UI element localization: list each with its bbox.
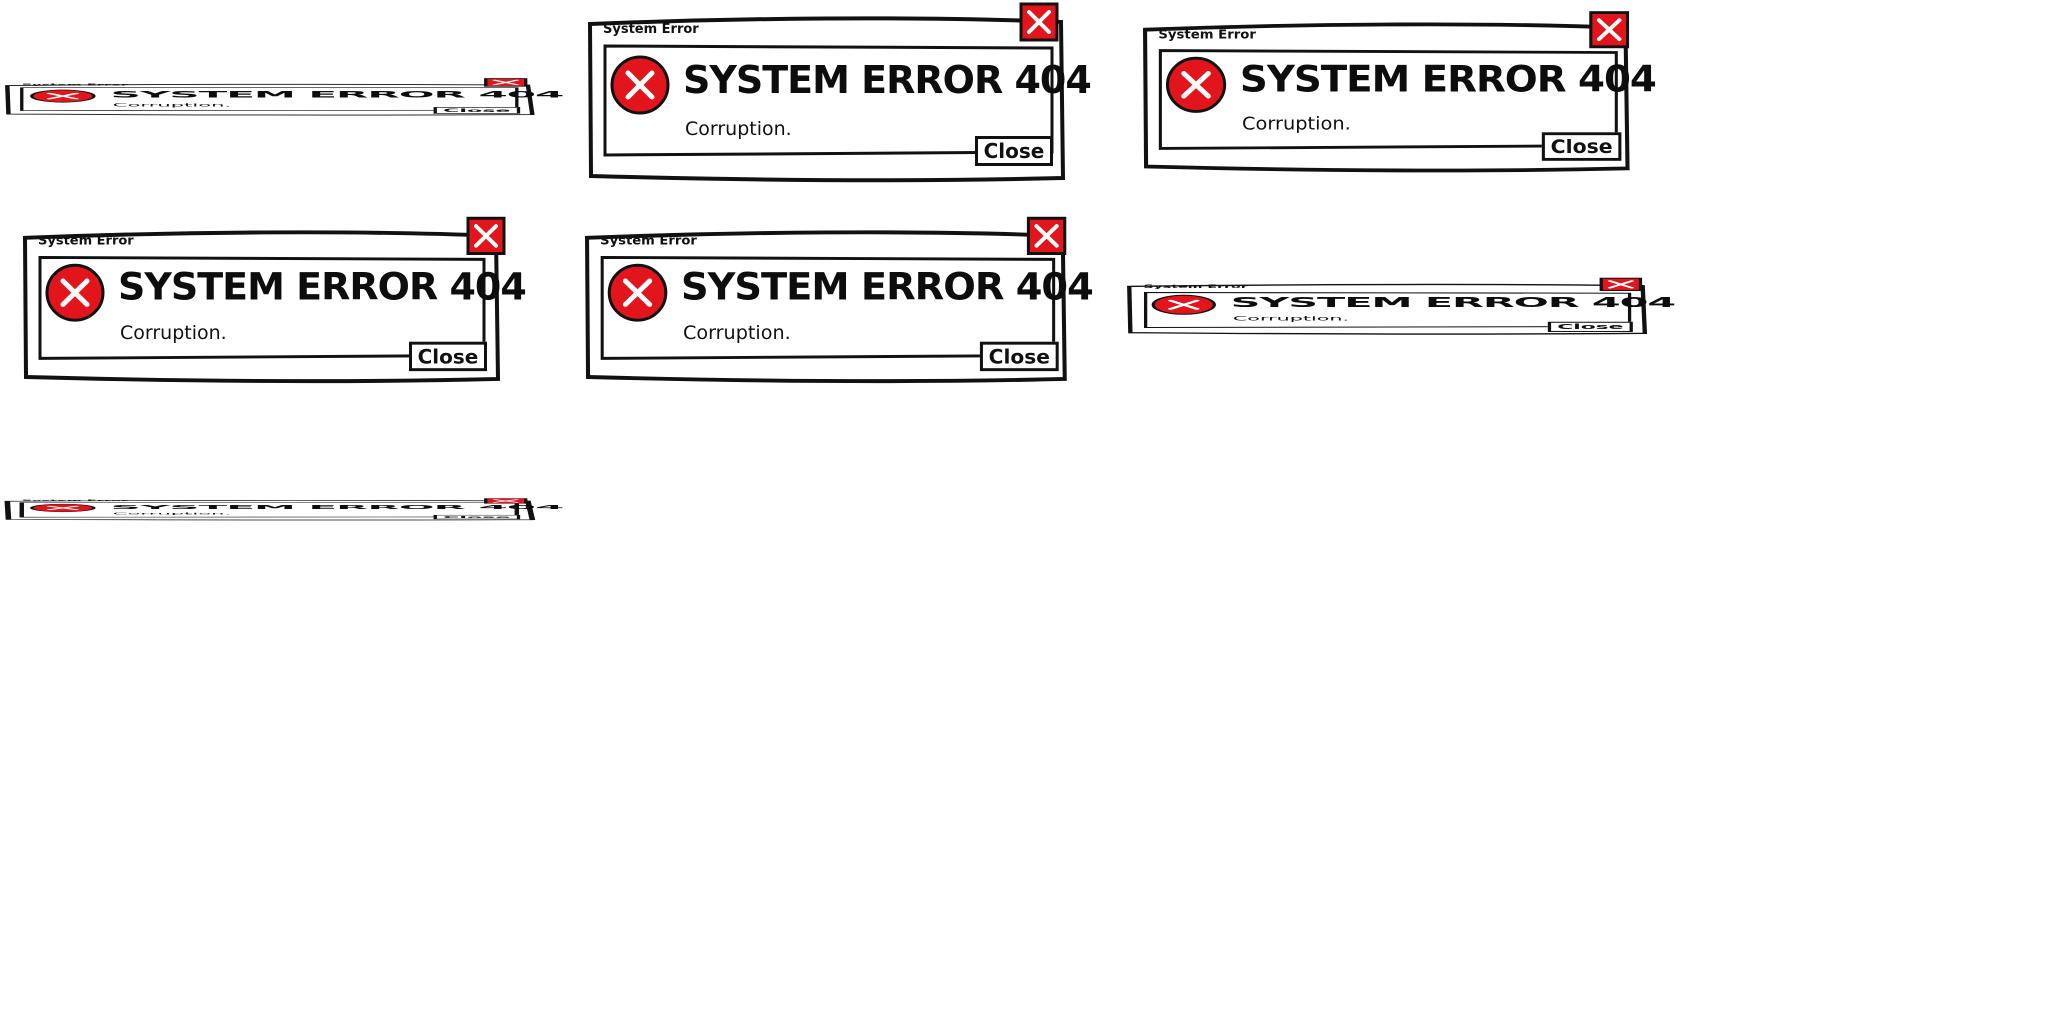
dialog-title: System Error xyxy=(21,499,129,502)
close-button[interactable]: Close xyxy=(1541,132,1622,161)
error-message: Corruption. xyxy=(1241,113,1351,135)
dialog-frame xyxy=(4,500,536,521)
close-button[interactable]: Close xyxy=(979,341,1059,372)
error-x-circle-icon xyxy=(609,54,671,116)
error-message: Corruption. xyxy=(1232,314,1350,323)
close-x-icon[interactable] xyxy=(1589,11,1630,49)
close-x-icon[interactable] xyxy=(1599,277,1643,292)
error-heading: SYSTEM ERROR 404 xyxy=(1230,295,1677,311)
close-button[interactable]: Close xyxy=(975,136,1053,166)
dialog-title: System Error xyxy=(603,22,699,37)
error-message: Corruption. xyxy=(112,102,232,108)
error-x-circle-icon xyxy=(606,262,669,323)
error-x-circle-icon xyxy=(1150,294,1218,315)
close-button[interactable]: Close xyxy=(433,514,521,520)
error-dialog: System Error SYSTEM ERROR 404 Corruption… xyxy=(4,78,564,116)
error-dialog: System Error SYSTEM ERROR 404 Corruption… xyxy=(584,216,1094,384)
error-dialog: System Error SYSTEM ERROR 404 Corruption… xyxy=(4,498,564,521)
error-heading: SYSTEM ERROR 404 xyxy=(1239,58,1657,100)
error-x-circle-icon xyxy=(1164,55,1227,114)
close-x-icon[interactable] xyxy=(466,216,506,255)
error-x-circle-icon xyxy=(44,262,106,323)
error-dialog: System Error SYSTEM ERROR 404 Corruption… xyxy=(587,2,1092,183)
error-heading: SYSTEM ERROR 404 xyxy=(110,89,565,100)
dialog-title: System Error xyxy=(600,233,697,249)
error-dialog: System Error SYSTEM ERROR 404 Corruption… xyxy=(1142,11,1657,173)
dialog-title: System Error xyxy=(38,233,134,249)
close-x-icon[interactable] xyxy=(484,498,528,504)
dialog-frame xyxy=(587,16,1066,183)
dialog-frame xyxy=(1143,22,1630,173)
error-heading: SYSTEM ERROR 404 xyxy=(683,58,1092,102)
error-message: Corruption. xyxy=(120,322,227,344)
error-x-circle-icon xyxy=(28,89,97,103)
close-x-icon[interactable] xyxy=(1026,216,1067,255)
error-message: Corruption. xyxy=(685,118,792,140)
close-button[interactable]: Close xyxy=(1547,321,1633,332)
error-dialog: System Error SYSTEM ERROR 404 Corruption… xyxy=(22,216,527,384)
error-heading: SYSTEM ERROR 404 xyxy=(110,504,565,511)
close-x-icon[interactable] xyxy=(484,78,528,87)
error-message: Corruption. xyxy=(682,322,791,344)
close-x-icon[interactable] xyxy=(1019,2,1059,42)
close-button[interactable]: Close xyxy=(433,107,521,114)
dialog-title: System Error xyxy=(21,82,129,87)
error-dialog: System Error SYSTEM ERROR 404 Corruption… xyxy=(1126,277,1676,335)
dialog-title: System Error xyxy=(1143,284,1248,290)
error-heading: SYSTEM ERROR 404 xyxy=(680,265,1094,309)
close-button[interactable]: Close xyxy=(409,341,487,372)
dialog-title: System Error xyxy=(1158,27,1256,43)
error-x-circle-icon xyxy=(28,503,97,513)
error-message: Corruption. xyxy=(112,512,232,516)
error-heading: SYSTEM ERROR 404 xyxy=(118,265,527,309)
